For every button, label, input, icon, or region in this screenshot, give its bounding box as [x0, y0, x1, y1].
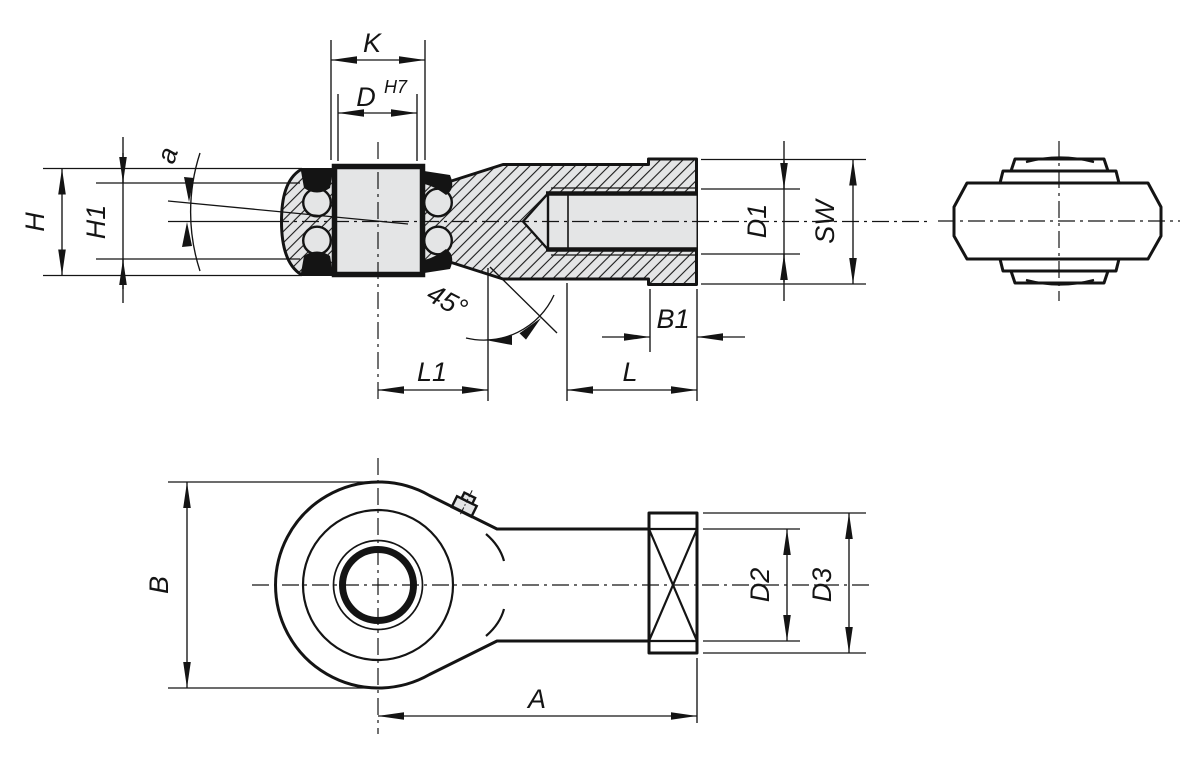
dim-label-H: H	[20, 212, 50, 232]
ball-dome-arc-top	[1025, 156, 1095, 164]
dim-SW: SW	[701, 158, 866, 285]
ball-dome-arc-bottom	[1025, 278, 1095, 286]
side-step1-bottom	[998, 257, 1121, 273]
side-step2-bottom	[1009, 269, 1110, 285]
dim-label-D1: D1	[742, 204, 772, 239]
dim-H: H	[20, 167, 302, 277]
dim-B1: B1	[602, 289, 745, 401]
dim-L: L	[566, 283, 697, 401]
side-view	[938, 141, 1180, 301]
angle-arrow-upper	[184, 177, 194, 202]
dim-label-D3: D3	[807, 568, 837, 603]
angle-arrow-right	[519, 318, 541, 340]
dim-label-B: B	[144, 576, 174, 594]
dim-a-angle: a	[151, 143, 201, 272]
dim-K: K	[330, 28, 426, 160]
tilted-axis-line	[167, 200, 409, 225]
side-step2-top	[1009, 157, 1110, 173]
front-section-view: K D H7 H H1	[20, 28, 928, 401]
cone-junction-arc-top	[485, 533, 506, 562]
seal-top-right	[424, 171, 453, 195]
dim-label-D: D	[356, 82, 376, 112]
ball-top-left	[302, 187, 333, 218]
dim-label-H1: H1	[81, 205, 111, 240]
threaded-bore	[521, 187, 697, 256]
angle-arrow-left	[488, 335, 512, 345]
cone-junction-arc-bottom	[485, 608, 506, 637]
dim-label-D-tolerance: H7	[384, 77, 408, 97]
ball-bottom-right	[423, 225, 454, 256]
dim-A: A	[378, 658, 698, 723]
dim-H1: H1	[81, 137, 300, 303]
seal-bottom-left	[301, 251, 333, 273]
angle-arc	[190, 152, 201, 272]
dim-label-L1: L1	[417, 357, 447, 387]
seal-bottom-right	[424, 249, 453, 273]
side-step1-top	[998, 169, 1121, 185]
angle-arrow-lower	[182, 222, 192, 247]
dim-D2: D2	[703, 528, 800, 642]
dim-label-L: L	[622, 357, 637, 387]
top-view: B A D2 D3	[144, 458, 872, 734]
seal-top-left	[301, 171, 333, 193]
dim-label-B1: B1	[656, 304, 689, 334]
ball-bottom-left	[302, 225, 333, 256]
dim-D-H7: D H7	[337, 77, 418, 161]
dim-label-SW: SW	[810, 198, 840, 244]
dim-D1: D1	[701, 141, 800, 301]
dim-B: B	[144, 481, 380, 689]
body-outline	[280, 157, 698, 286]
dim-label-D2: D2	[745, 568, 775, 603]
dim-label-A: A	[526, 684, 546, 714]
dim-D3: D3	[703, 512, 866, 654]
cap-outline	[647, 511, 699, 655]
angle-arc	[465, 294, 555, 341]
side-body	[952, 181, 1163, 261]
rod-end-body-top	[274, 480, 651, 690]
dim-L1: L1	[378, 357, 488, 394]
dim-label-K: K	[363, 28, 382, 58]
chamfer-extension-line	[489, 266, 558, 334]
